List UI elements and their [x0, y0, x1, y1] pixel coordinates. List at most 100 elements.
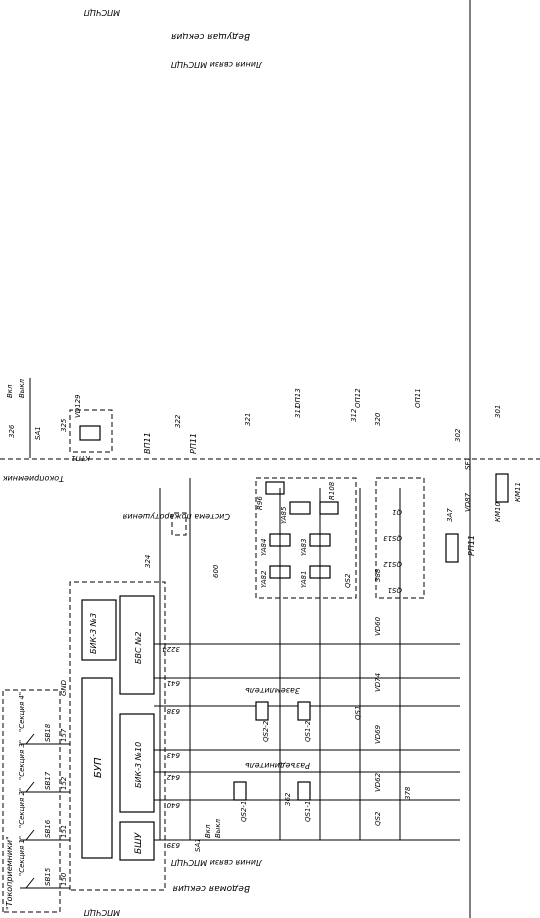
qs1-1-label: QS1-1 [304, 801, 312, 822]
switch-contact [25, 781, 35, 793]
rp11-label: РП11 [467, 535, 476, 556]
wire-number-label: 326 [8, 424, 16, 438]
switch-wire-label: 157 [60, 728, 68, 742]
wire-number-label: 312 [350, 408, 358, 422]
switch-section-label: "Секция 1" [18, 836, 26, 876]
bus-wire-label: 641 [167, 679, 180, 687]
qs2-2-label: QS2-2 [262, 720, 270, 742]
wire-number-label: 302 [454, 428, 462, 442]
valve-block-frame [255, 477, 357, 599]
ya82-label: YA82 [260, 570, 268, 588]
bik10-block [119, 713, 155, 813]
ya83-label: YA83 [300, 539, 308, 556]
switch-contact [25, 829, 35, 841]
bus-wire-label: 643 [167, 751, 180, 759]
r96-label: R96 [256, 496, 264, 510]
tokopr-label: Токоприемник [3, 474, 64, 483]
rp11-coil [445, 533, 459, 563]
bup-label: БУП [93, 757, 104, 778]
sa1-label: SA1 [194, 838, 202, 852]
right-section-title: Ведущая секция [171, 31, 250, 41]
wire-number-label: 320 [374, 412, 382, 426]
r108-resistor [319, 501, 339, 515]
ya84-label: YA84 [260, 539, 268, 556]
bvs-label: БВС №2 [134, 631, 143, 664]
wire-number-label: 311 [294, 405, 302, 418]
vd129-label: VD129 [74, 394, 82, 418]
sa1-vkl-label: Вкл [204, 824, 212, 838]
left-section-title: Ведомая секция [172, 883, 250, 893]
bshu-block [119, 821, 155, 861]
zazem-label: Заземлитель [245, 686, 300, 695]
switch-sb-label: SB18 [44, 723, 52, 742]
ktp1-frame [69, 409, 113, 453]
switch-section-label: "Секция 4" [18, 692, 26, 732]
km11-label: КМ11 [514, 482, 522, 502]
left-comm-line-label: Линия связи МПСЧЦП [171, 858, 263, 867]
bik3-block [81, 599, 117, 661]
left-section: "Токоприемники" SB15 "Секция 1" 150 SB16 "Се… [2, 378, 522, 917]
bus-wire-label: 640 [166, 801, 180, 809]
fire-switch-frame [171, 512, 187, 536]
ktp1-label: КТП1 [71, 454, 90, 462]
wire-number-label: 600 [212, 564, 220, 578]
vd69-label: VD69 [374, 724, 382, 744]
qs2-1-label: QS2-1 [240, 801, 248, 822]
ktp1-coil [79, 425, 101, 441]
vp11-label: ВП11 [143, 432, 152, 454]
switch-sb-label: SB15 [44, 867, 52, 886]
r96-resistor [265, 481, 285, 495]
switch-wire-label: 152 [60, 776, 68, 790]
ya85-label: YA85 [280, 506, 288, 524]
valve-qs2-label: QS2 [344, 573, 352, 588]
qs2-1-coil [233, 781, 247, 801]
vd60-label: VD60 [374, 616, 382, 636]
wire-number-label: 362 [284, 792, 292, 806]
qs2-label: QS2 [374, 811, 382, 826]
wire-number-label: 322 [174, 414, 182, 428]
r108-label: R108 [328, 481, 336, 500]
gnd-label: GND [60, 679, 68, 696]
vd62-label: VD62 [374, 772, 382, 792]
sf1-label: SF1 [464, 457, 472, 470]
bvs-block [119, 595, 155, 695]
switch-wire-label: 150 [60, 872, 68, 886]
ya81-label: YA81 [300, 571, 308, 588]
q-contact-label: Q1 [392, 508, 402, 516]
bus-wire-label: 642 [166, 773, 180, 781]
fire-system-label: Система пожаротушения [122, 512, 230, 521]
o-contact-label: ОП13 [294, 388, 302, 408]
qs1-1-coil [297, 781, 311, 801]
ya85-coil [289, 501, 311, 515]
wire-number-label: 325 [60, 418, 68, 432]
wire-number-label: 321 [244, 413, 252, 426]
right-comm-line-label: Линия связи МПСЧЦП [171, 60, 263, 69]
bus-wire-label: 3224 [162, 645, 180, 653]
switch-sb-label: SB16 [44, 819, 52, 838]
vd74-label: VD74 [374, 673, 382, 692]
km11-coil [495, 473, 509, 503]
tokopr-group-label: "Токоприемники" [5, 836, 14, 910]
q-contact-label: QS12 [383, 560, 402, 568]
mpschtsp-frame [69, 581, 166, 891]
q-contact-label: QS13 [383, 534, 402, 542]
mpschtsp-label: МПСЧЦП [84, 908, 120, 917]
switch-sb-label: SB17 [44, 771, 52, 790]
sa1-vykl-label: Выкл [214, 818, 222, 838]
qs2-2-coil [255, 701, 269, 721]
wire-number-label: 324 [144, 555, 152, 568]
qs1-label: QS1 [354, 706, 362, 720]
tokopr-switch-frame [2, 689, 61, 913]
razed-label: Разъединитель [245, 761, 310, 770]
vykl-label: Выкл [18, 378, 26, 398]
wire-number-label: 388 [374, 568, 382, 582]
switch-wire-label: 151 [60, 825, 68, 838]
o-contact-label: ОП11 [414, 388, 422, 408]
switch-contact [25, 877, 35, 889]
switch-section-label: "Секция 3" [18, 740, 26, 780]
sa1-relay-label: SA1 [34, 426, 42, 440]
wire-number-label: 301 [494, 405, 502, 418]
